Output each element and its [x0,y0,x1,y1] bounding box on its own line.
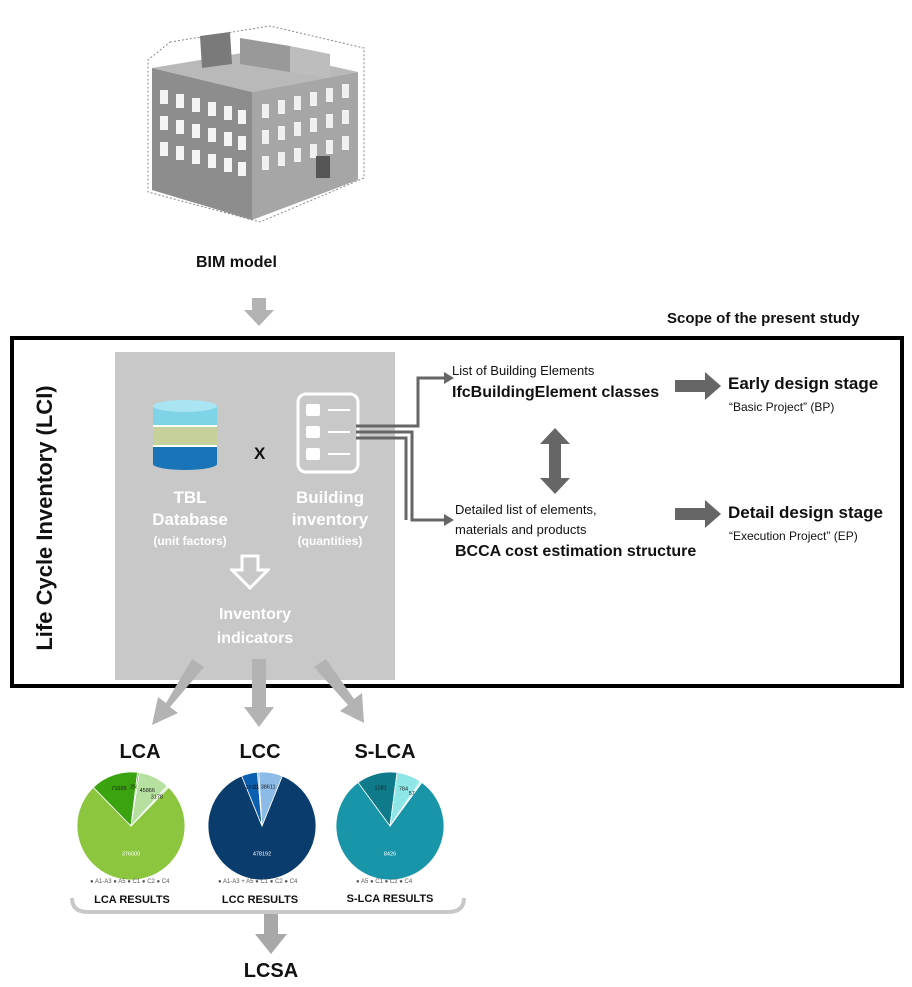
detail-stage-title: Detail design stage [728,503,883,522]
pie-label-2585: 2585 [130,785,142,791]
pie-slice-8426 [335,781,445,881]
pie-label-8426: 8426 [384,852,396,858]
scope-label: Scope of the present study [667,310,860,327]
tbl-title-2: Database [152,510,228,529]
inventory-subtitle: (quantities) [297,534,363,548]
pie-slice-57 [389,780,423,827]
indicators-line-2: indicators [216,630,294,647]
pie-label-71026: 71026 [111,786,126,792]
lower-branch-caption-2: materials and products [455,522,587,537]
lcc-title: LCC [239,741,281,763]
lca-results-label: LCA RESULTS [94,894,170,906]
pie-label-1281: 1281 [375,785,387,791]
slca-results-label: S-LCA RESULTS [346,893,434,905]
pie-label-2179: 2179 [253,784,265,790]
indicators-line-1: Inventory [218,606,291,623]
slca-pie-legend: ● A5 ● C1 ● C2 ● C4 [356,879,413,885]
lci-frame [10,336,904,688]
bim-model-label: BIM model [196,254,277,271]
inventory-title-2: inventory [291,510,369,529]
double-arrow-icon [538,428,572,499]
upper-branch-title: IfcBuildingElement classes [452,384,660,401]
lci-vertical-label: Life Cycle Inventory (LCI) [32,385,57,651]
pie-label-376000: 376000 [122,852,140,858]
pie-slice-478192 [207,775,317,881]
branch-connector [356,370,456,535]
pie-label-38611: 38611 [261,785,276,791]
pie-slice-3178 [130,785,170,827]
lcsa-label: LCSA [243,960,299,982]
pie-slice-376000 [76,786,186,881]
lcc-results-label: LCC RESULTS [221,894,299,906]
pie-label-784: 784 [399,787,408,793]
tbl-subtitle: (unit factors) [153,534,227,548]
results-fan-arrows [140,655,380,740]
lcsa-down-arrow-icon [255,914,287,961]
lower-branch-caption-1: Detailed list of elements, [455,502,597,517]
multiply-symbol: X [254,444,266,463]
detail-stage-subtitle: “Execution Project” (EP) [729,529,858,543]
results-bracket [68,896,468,931]
bim-building-illustration [140,20,370,225]
pie-label-57: 57 [409,791,415,797]
right-arrow-detail-icon [675,500,723,533]
hollow-down-arrow-icon [228,554,272,595]
pie-slice-38611 [258,771,283,827]
checklist-icon [296,392,360,479]
lca-pie-legend: ● A1-A3 ● A5 ● C1 ● C2 ● C4 [90,879,170,885]
early-stage-title: Early design stage [728,374,879,393]
pie-label-478192: 478192 [253,852,271,858]
pie-label-3178: 3178 [151,794,163,800]
tbl-title-1: TBL [173,488,207,507]
inventory-title-1: Building [296,488,364,507]
lca-title: LCA [119,741,161,763]
database-icon [150,400,220,475]
early-stage-subtitle: “Basic Project” (BP) [729,400,835,414]
upper-branch-caption: List of Building Elements [452,363,595,378]
lower-branch-title: BCCA cost estimation structure [455,543,697,560]
right-arrow-early-icon [675,372,723,405]
bim-down-arrow-icon [244,298,274,333]
pie-label-26100: 26100 [246,785,261,791]
pie-label-45866: 45866 [140,788,155,794]
slca-title: S-LCA [354,741,416,763]
lcc-pie-legend: ● A1-A3 + A5 ● C1 ● C2 ● C4 [218,879,298,885]
